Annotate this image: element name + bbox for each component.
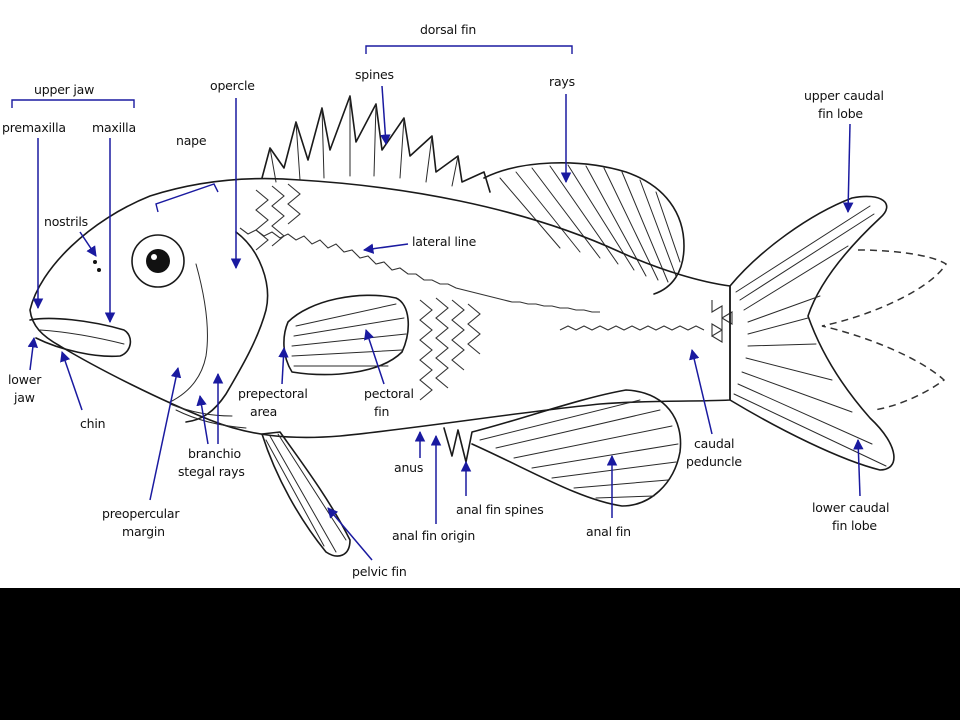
caudal-lobe-extension (821, 249, 948, 411)
arrow-pelvic-fin (327, 507, 373, 561)
arrow-preopercular (149, 366, 182, 501)
label-rays: rays (549, 74, 575, 89)
scales (255, 183, 481, 401)
label-lower-caudal-2: fin lobe (832, 518, 877, 533)
anal-fin-shape (443, 389, 682, 507)
label-upper-caudal-1: upper caudal (804, 88, 884, 103)
nostril (93, 260, 97, 264)
dorsal-fin-bracket (365, 45, 573, 54)
label-dorsal-fin: dorsal fin (420, 22, 476, 37)
label-lower-jaw-2: jaw (13, 390, 35, 405)
arrow-chin (60, 351, 83, 411)
pelvic-fin-shape (261, 431, 351, 557)
upper-jaw-bracket (11, 99, 135, 108)
label-preopercular-2: margin (122, 524, 165, 539)
label-branchiostegal-2: stegal rays (178, 464, 245, 479)
body-outline (29, 177, 731, 439)
label-opercle: opercle (210, 78, 255, 93)
label-anus: anus (394, 460, 423, 475)
arrow-lower-caudal (853, 438, 864, 497)
arrow-nostrils (79, 231, 97, 257)
label-anal-fin-origin: anal fin origin (392, 528, 475, 543)
label-nape: nape (176, 133, 207, 148)
label-preopercular-1: preopercular (102, 506, 180, 521)
label-maxilla: maxilla (92, 120, 136, 135)
label-caudal-peduncle-1: caudal (694, 436, 734, 451)
lateral-line-path (239, 227, 600, 313)
label-pectoral-2: fin (374, 404, 389, 419)
label-prepectoral-1: prepectoral (238, 386, 308, 401)
labels: dorsal fin spines rays upper jaw premaxi… (2, 22, 889, 579)
bottom-black-bar (0, 588, 960, 720)
fish-body (29, 95, 948, 557)
label-premaxilla: premaxilla (2, 120, 66, 135)
arrow-pectoral (364, 329, 385, 385)
arrow-branchiostegal-1 (196, 394, 209, 445)
label-lateral-line: lateral line (412, 234, 477, 249)
arrow-prepectoral (278, 346, 289, 385)
pupil (146, 249, 170, 273)
label-branchiostegal-1: branchio (188, 446, 241, 461)
pointer-arrows (27, 85, 864, 561)
opercle-edge (185, 231, 269, 423)
fish-anatomy-diagram: dorsal fin spines rays upper jaw premaxi… (0, 0, 960, 588)
preopercle-edge (169, 263, 208, 403)
label-upper-jaw: upper jaw (34, 82, 94, 97)
label-upper-caudal-2: fin lobe (818, 106, 863, 121)
caudal-fin-shape (729, 195, 895, 471)
arrow-lower-jaw (27, 336, 39, 371)
arrow-caudal-peduncle (689, 348, 713, 435)
label-caudal-peduncle-2: peduncle (686, 454, 742, 469)
label-pelvic-fin: pelvic fin (352, 564, 407, 579)
label-lower-caudal-1: lower caudal (812, 500, 889, 515)
label-pectoral-1: pectoral (364, 386, 414, 401)
nape-bracket (155, 183, 219, 213)
arrow-spines (380, 85, 391, 146)
label-lower-jaw-1: lower (8, 372, 42, 387)
label-prepectoral-2: area (250, 404, 277, 419)
fish-illustration: dorsal fin spines rays upper jaw premaxi… (2, 22, 948, 579)
pectoral-fin-shape (283, 294, 410, 376)
label-spines: spines (355, 67, 394, 82)
label-nostrils: nostrils (44, 214, 88, 229)
brackets (11, 45, 573, 213)
label-chin: chin (80, 416, 105, 431)
arrow-lateral-line (362, 243, 409, 254)
mouth (29, 317, 132, 358)
label-anal-fin: anal fin (586, 524, 631, 539)
arrow-upper-caudal (842, 123, 854, 214)
dorsal-fin-soft-part (483, 162, 685, 295)
nostril (97, 268, 101, 272)
eye (131, 234, 185, 288)
label-anal-fin-spines: anal fin spines (456, 502, 544, 517)
